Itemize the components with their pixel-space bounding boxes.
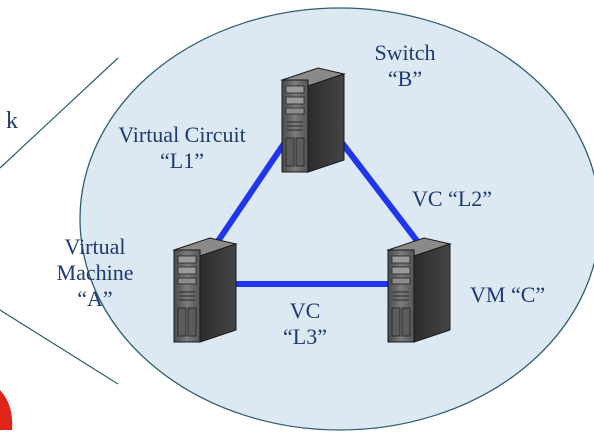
node-label-b-line2: “B” [387,66,423,91]
node-label-a-line2: Machine [56,260,134,285]
link-label-l1: Virtual Circuit “L1” [92,122,272,174]
node-label-c: VM “C” [470,282,546,307]
node-label-b-line1: Switch [374,40,436,65]
callout-line-top [0,57,119,169]
link-label-l1-line2: “L1” [160,148,204,173]
link-label-l3-line1: VC [289,298,321,323]
link-label-l3-line2: “L3” [283,324,327,349]
link-l2 [333,133,427,252]
callout-line-bottom [0,309,119,385]
server-tower-icon-c [387,237,451,343]
partial-label: k [6,108,18,134]
node-label-a: Virtual Machine “A” [40,234,150,312]
server-tower-icon-a [173,237,237,343]
network-bubble [79,7,594,431]
node-label-a-line3: “A” [77,286,113,311]
link-label-l3: VC “L3” [270,298,340,350]
node-label-b: Switch “B” [370,40,440,92]
link-label-l2: VC “L2” [412,186,493,211]
server-tower-icon-b [281,67,345,173]
red-shape-fragment [0,390,13,430]
link-label-l1-line1: Virtual Circuit [118,122,246,147]
node-label-a-line1: Virtual [64,234,126,259]
